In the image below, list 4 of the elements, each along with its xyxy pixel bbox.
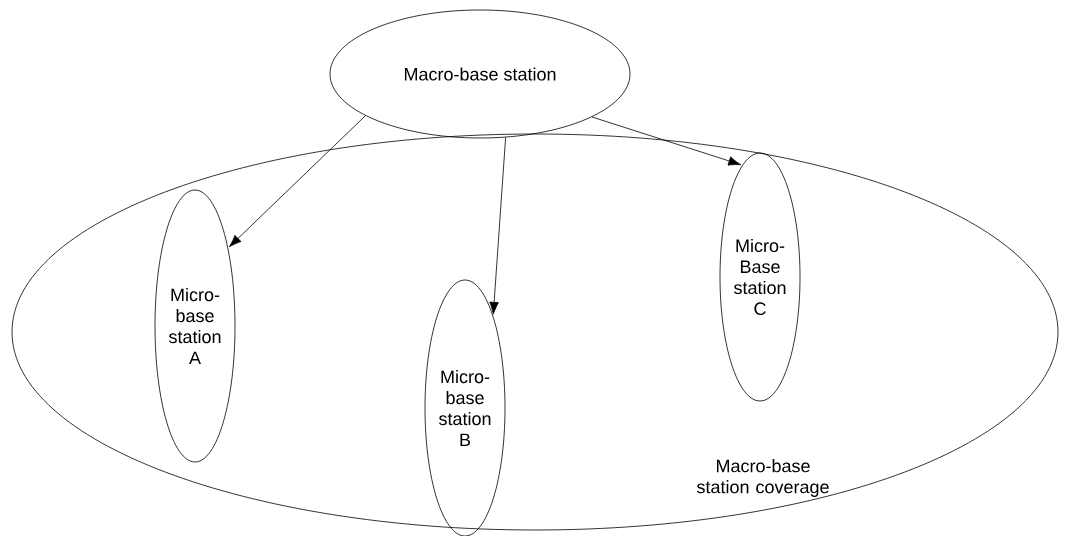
arrow xyxy=(229,115,366,248)
node-label: Macro-base station coverage xyxy=(696,459,829,497)
arrow xyxy=(489,137,507,315)
arrow xyxy=(591,116,742,166)
